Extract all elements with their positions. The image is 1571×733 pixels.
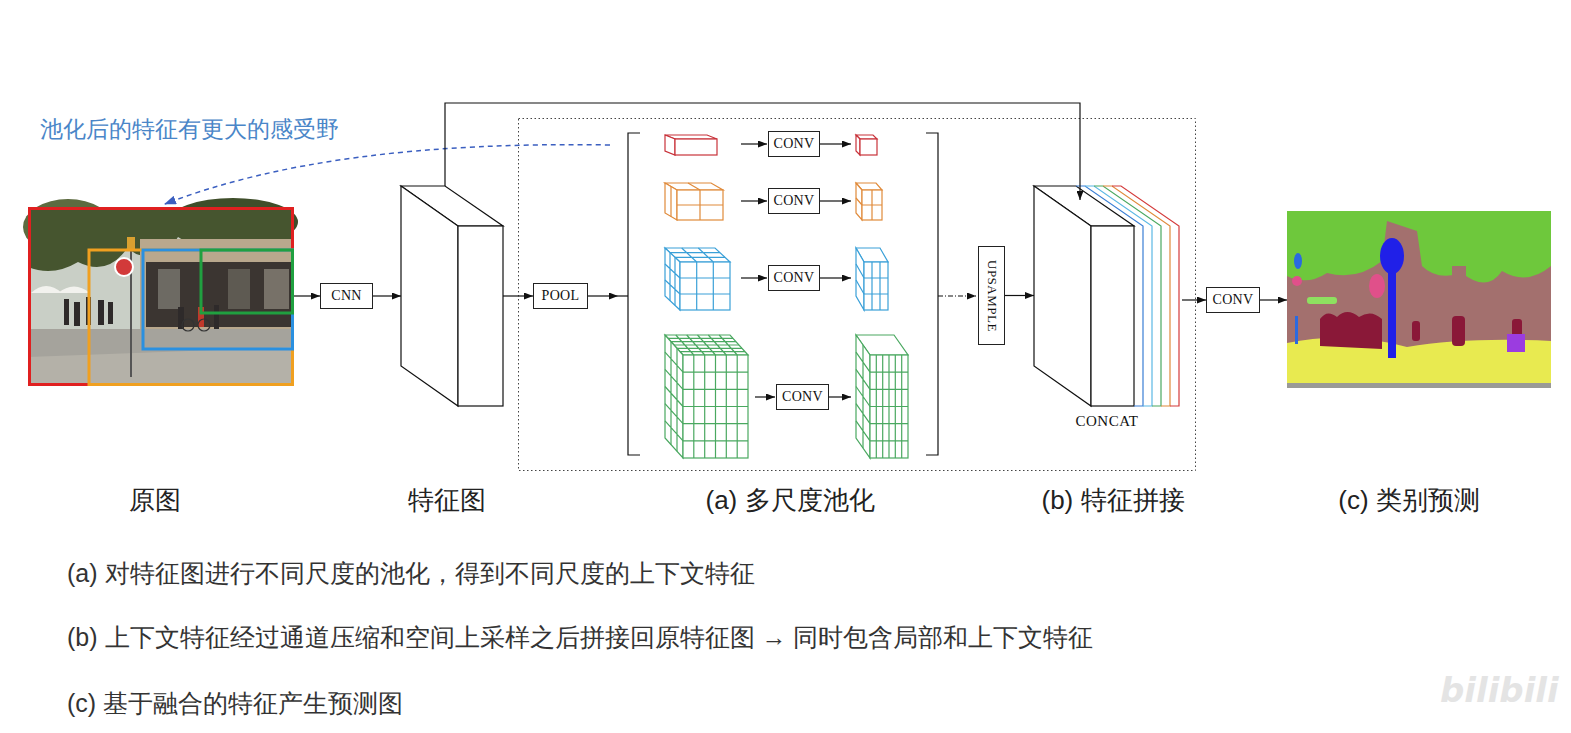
callout-leader [165, 145, 610, 204]
brackets [628, 133, 938, 455]
pooled-cube-6x6 [665, 335, 908, 458]
explanation-line: (a) 对特征图进行不同尺度的池化，得到不同尺度的上下文特征 [67, 557, 755, 589]
stage-caption: (b) 特征拼接 [913, 484, 1313, 516]
box-text: CONV [774, 193, 815, 209]
operation-box: CONV [768, 188, 820, 214]
flow-arrow [445, 103, 1080, 200]
flow-arrow [1260, 299, 1287, 300]
box-text: CONV [782, 389, 823, 405]
operation-box: CONV [776, 384, 829, 410]
flow-arrow [503, 295, 533, 296]
flow-arrow [1182, 299, 1206, 300]
operation-box: CNN [320, 283, 373, 309]
box-text: POOL [542, 288, 580, 304]
operation-box: POOL [533, 283, 588, 309]
street-photo [23, 198, 298, 386]
flow-arrow [373, 295, 401, 296]
box-text: CONV [774, 136, 815, 152]
pooled-cube-3x3 [665, 248, 888, 310]
module-arrows [588, 144, 976, 397]
box-text: CONV [774, 270, 815, 286]
pooled-cube-2x2 [665, 183, 882, 220]
concat-block [1034, 186, 1179, 406]
feature-map-slab [401, 186, 503, 406]
callout-note: 池化后的特征有更大的感受野 [40, 114, 339, 144]
stage-caption: 原图 [0, 484, 355, 516]
prediction-map: (c) 类别预测 [1287, 211, 1551, 388]
block-tag: CONCAT [907, 412, 1307, 430]
box-text: CONV [1213, 292, 1254, 308]
segmentation-map [1287, 211, 1551, 388]
stage-caption: (c) 类别预测 [1209, 484, 1571, 516]
box-text: CNN [331, 288, 361, 304]
feature-map: 特征图 [401, 186, 503, 406]
operation-box: CONV [768, 131, 820, 157]
flow-arrow [1005, 295, 1034, 296]
stage-caption: (a) 多尺度池化 [590, 484, 990, 516]
explanation-line: (c) 基于融合的特征产生预测图 [67, 687, 403, 719]
box-text: UPSAMPLE [984, 260, 1000, 332]
explanation-line: (b) 上下文特征经过通道压缩和空间上采样之后拼接回原特征图 → 同时包含局部和… [67, 621, 1093, 653]
watermark: bilibili [1440, 670, 1559, 710]
input-image: 原图 [28, 207, 294, 386]
stage-caption: 特征图 [247, 484, 647, 516]
upsample-box: UPSAMPLE [978, 246, 1005, 345]
operation-box: CONV [1206, 287, 1260, 313]
concat-features: CONCAT(b) 特征拼接 [1034, 186, 1182, 406]
operation-box: CONV [768, 265, 820, 291]
flow-arrow [294, 295, 320, 296]
